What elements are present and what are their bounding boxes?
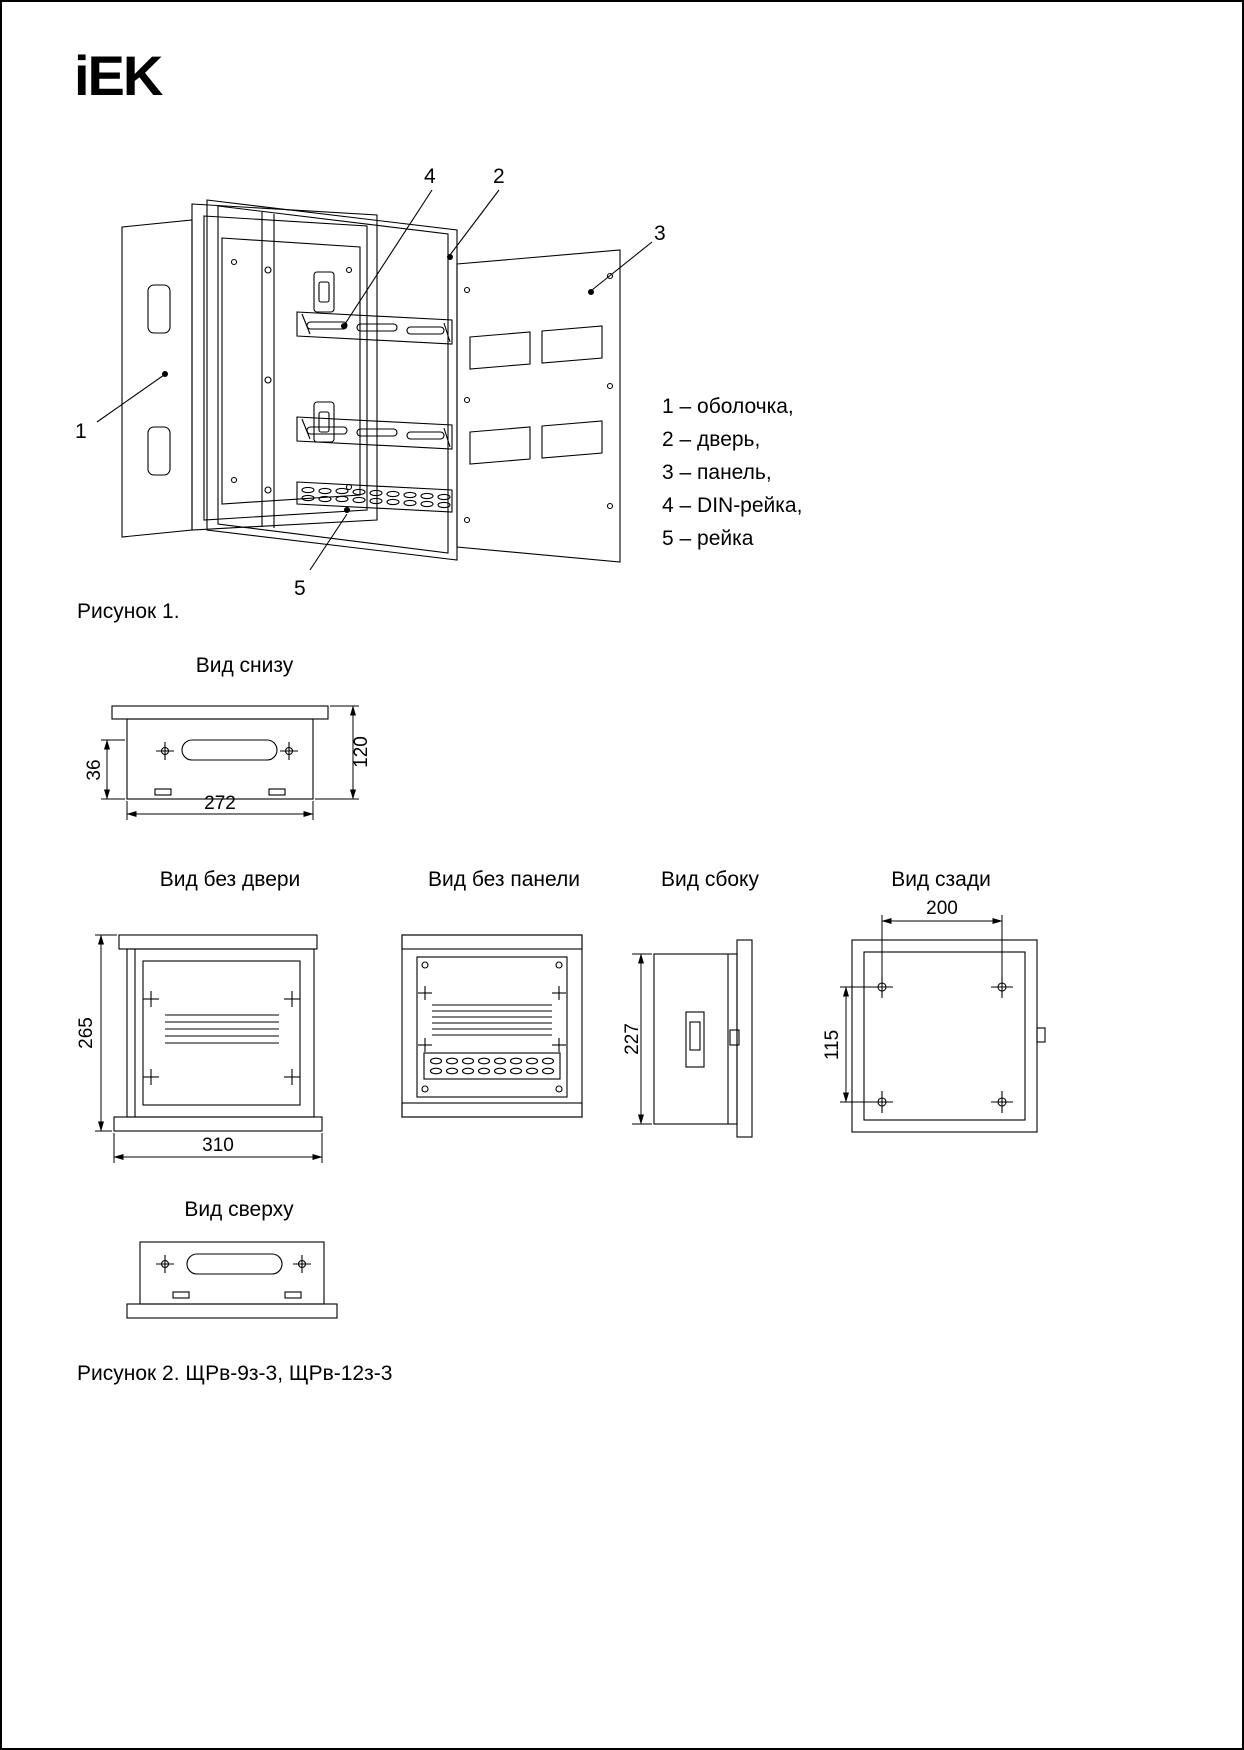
side-view-dimensions — [632, 953, 652, 1125]
no-door-view-dimensions — [95, 934, 323, 1163]
no-door-view-dim-labels: 265 310 — [76, 1017, 234, 1156]
part-label-1: 1 — [75, 420, 87, 443]
no-door-view-outline — [113, 934, 323, 1132]
legend-line: 4 – DIN-рейка, — [662, 494, 803, 517]
panel-outline — [456, 249, 621, 563]
dim-label-227: 227 — [622, 1023, 643, 1055]
top-view-drawing — [126, 1241, 338, 1319]
bottom-view-dimensions — [101, 705, 359, 820]
dim-label-272: 272 — [204, 793, 236, 814]
dim-label-265: 265 — [76, 1017, 97, 1049]
part-label-5: 5 — [294, 577, 306, 600]
bottom-view-dim-labels: 36 272 120 — [84, 736, 372, 814]
view-title-bottom: Вид снизу — [195, 654, 294, 677]
view-title-no-panel: Вид без панели — [428, 868, 580, 891]
screw-mark — [156, 742, 174, 760]
part-label-2: 2 — [493, 165, 505, 188]
perforated-rail — [423, 1052, 561, 1080]
bottom-rail — [296, 481, 453, 513]
rear-view-outline — [851, 939, 1046, 1133]
no-panel-view-outline — [401, 934, 583, 1118]
dim-label-36: 36 — [84, 759, 105, 780]
legend-line: 5 – рейка — [662, 527, 754, 550]
rear-view-dimensions — [840, 915, 1003, 1103]
bottom-view-drawing: 36 272 120 — [84, 705, 372, 820]
no-door-view-drawing: 265 310 — [76, 934, 323, 1163]
screw-mark — [293, 1255, 311, 1273]
side-view-dim-labels: 227 — [622, 1023, 643, 1055]
figure2-caption: Рисунок 2. ЩРв-9з-3, ЩРв-12з-3 — [77, 1362, 393, 1385]
dim-label-310: 310 — [202, 1135, 234, 1156]
figure1-legend: 1 – оболочка, 2 – дверь, 3 – панель, 4 –… — [662, 390, 802, 555]
legend-line: 2 – дверь, — [662, 428, 761, 451]
door-outline — [206, 199, 458, 561]
leader-lines — [96, 189, 653, 571]
corner-mark — [143, 991, 300, 1085]
figure1-caption: Рисунок 1. — [77, 600, 180, 623]
bottom-view-outline — [111, 705, 329, 800]
top-view-outline — [126, 1241, 338, 1319]
screw-mark — [280, 742, 298, 760]
side-view-outline — [653, 939, 753, 1138]
view-title-side: Вид сбоку — [661, 868, 759, 891]
dim-label-120: 120 — [351, 736, 372, 768]
side-view-drawing: 227 — [622, 939, 753, 1138]
mounting-hole — [991, 1091, 1013, 1113]
part-label-3: 3 — [654, 222, 666, 245]
view-title-top: Вид сверху — [184, 1198, 294, 1221]
rear-view-drawing: 200 115 — [822, 898, 1046, 1133]
legend-line: 3 – панель, — [662, 461, 772, 484]
figure1-exploded-drawing: 1 2 3 4 5 — [75, 165, 666, 600]
din-rail-lines — [165, 1014, 279, 1044]
dim-label-115: 115 — [822, 1030, 843, 1060]
view-title-no-door: Вид без двери — [159, 868, 301, 891]
din-rail-lines — [432, 1004, 552, 1036]
legend-line: 1 – оболочка, — [662, 395, 794, 418]
screw-mark — [156, 1255, 174, 1273]
dim-label-200: 200 — [926, 898, 958, 919]
part-labels: 1 2 3 4 5 — [75, 165, 666, 600]
part-label-4: 4 — [424, 165, 436, 188]
no-panel-view-drawing — [401, 934, 583, 1118]
enclosure-outline — [121, 203, 378, 538]
rear-view-dim-labels: 200 115 — [822, 898, 958, 1060]
din-rails — [296, 311, 453, 450]
iek-logo: iEK — [74, 44, 163, 107]
corner-mark — [418, 986, 566, 1052]
view-title-rear: Вид сзади — [891, 868, 991, 891]
